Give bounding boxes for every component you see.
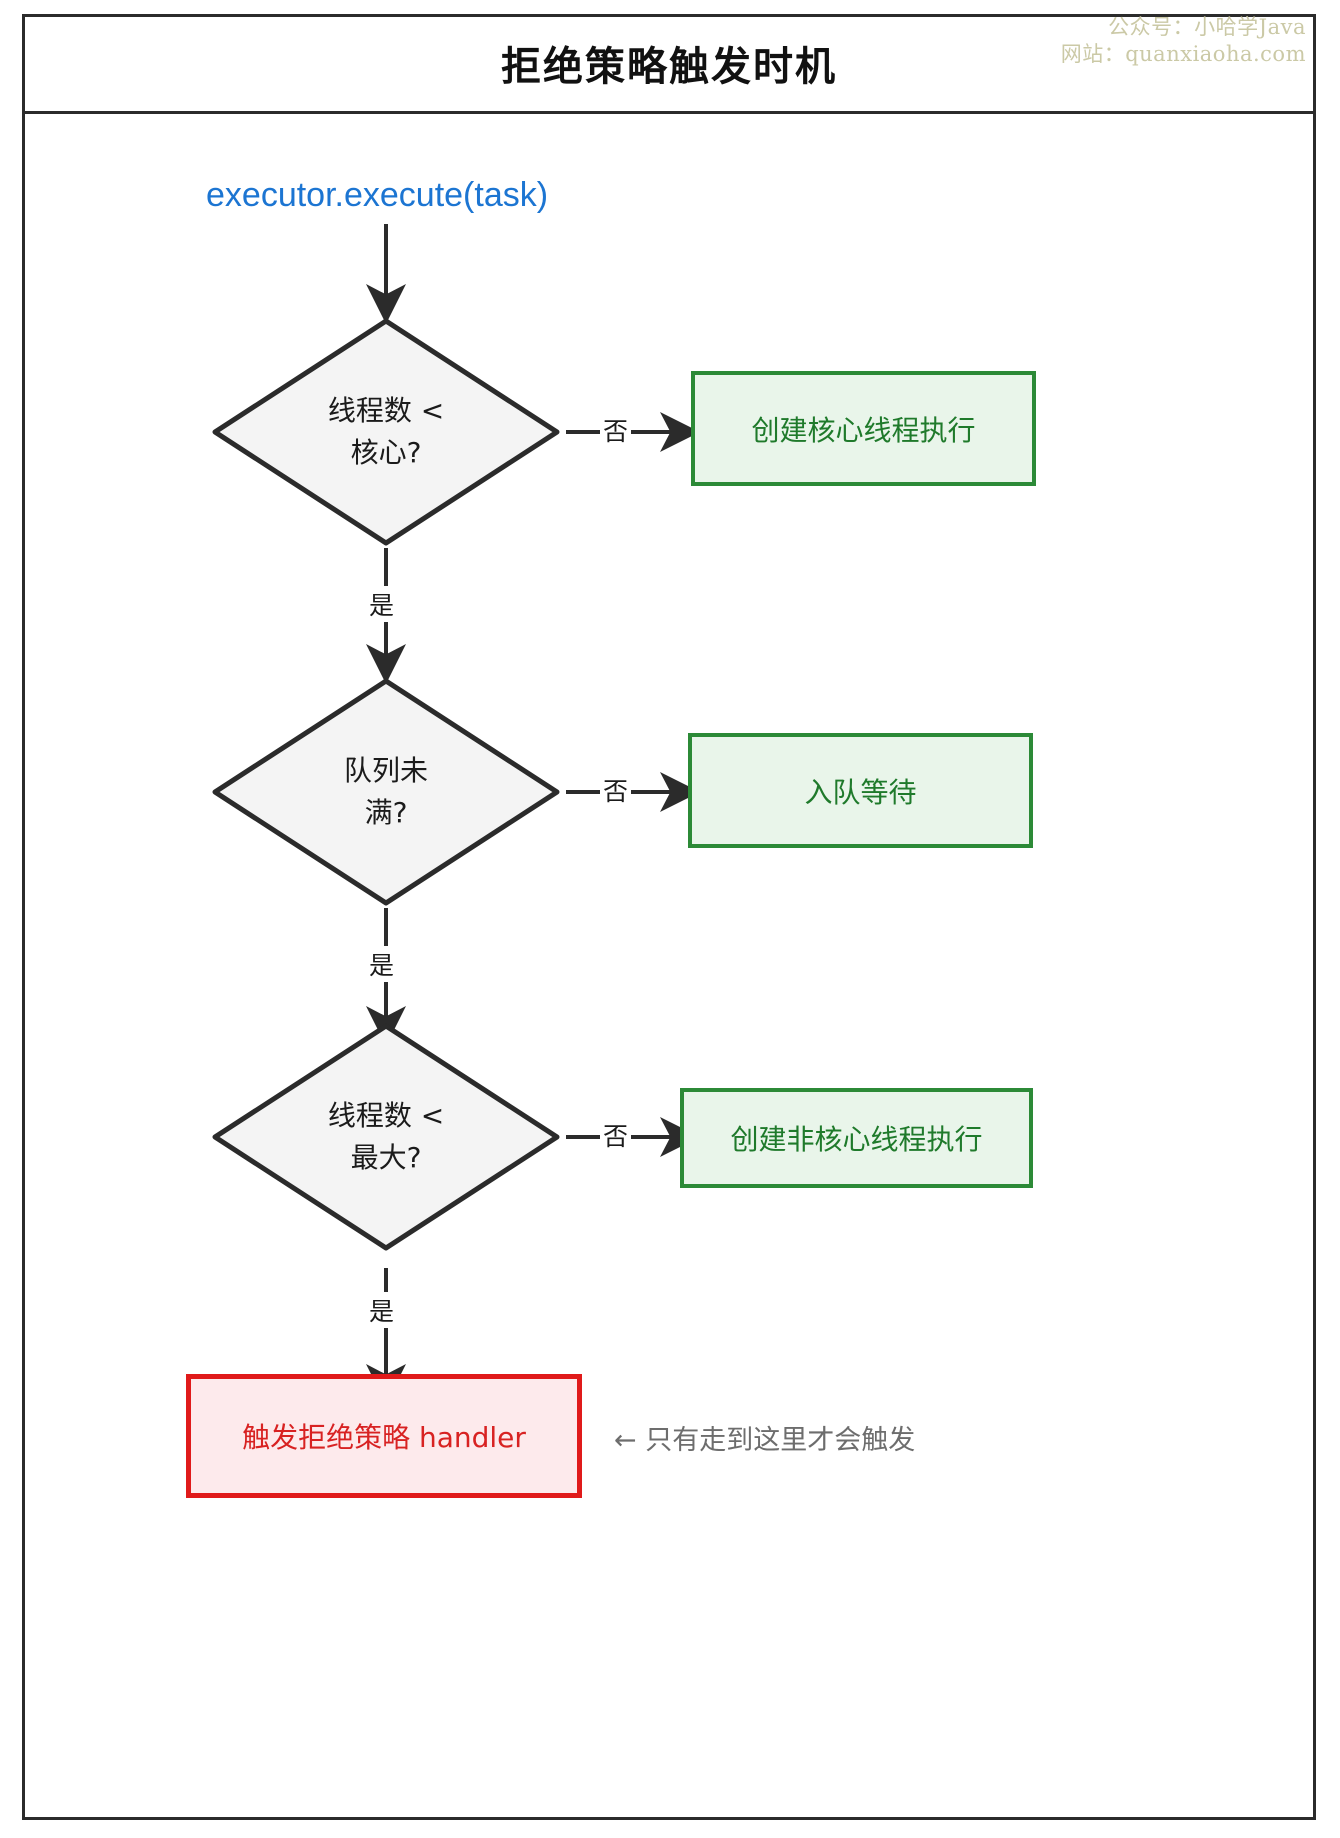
decision-queue-not-full[interactable]: 队列未 满? bbox=[210, 676, 562, 908]
start-node-label: executor.execute(task) bbox=[206, 176, 549, 214]
outcome-create-non-core-thread-label: 创建非核心线程执行 bbox=[730, 1123, 983, 1156]
watermark: 公众号：小哈学Java 网站：quanxiaoha.com bbox=[1061, 14, 1306, 68]
title-bar: 拒绝策略触发时机 bbox=[22, 14, 1316, 114]
page-title: 拒绝策略触发时机 bbox=[501, 43, 837, 90]
decision-core-threads[interactable]: 线程数 < 核心? bbox=[210, 316, 562, 548]
trigger-note: ← 只有走到这里才会触发 bbox=[614, 1425, 916, 1456]
diamond-shape bbox=[212, 1023, 560, 1251]
edge-label-no-1: 否 bbox=[600, 412, 632, 448]
diamond-shape bbox=[212, 318, 560, 546]
edge-label-yes-1: 是 bbox=[366, 586, 398, 622]
diamond-shape bbox=[212, 678, 560, 906]
outcome-enqueue-wait[interactable]: 入队等待 bbox=[688, 733, 1033, 848]
terminal-reject-handler[interactable]: 触发拒绝策略 handler bbox=[186, 1374, 582, 1498]
edge-label-yes-2: 是 bbox=[366, 946, 398, 982]
edge-label-no-3: 否 bbox=[600, 1117, 632, 1153]
decision-max-threads[interactable]: 线程数 < 最大? bbox=[210, 1021, 562, 1253]
outcome-create-non-core-thread[interactable]: 创建非核心线程执行 bbox=[680, 1088, 1033, 1188]
outcome-enqueue-wait-label: 入队等待 bbox=[804, 775, 917, 809]
diagram-frame bbox=[22, 14, 1316, 1820]
terminal-reject-handler-label: 触发拒绝策略 handler bbox=[242, 1421, 526, 1454]
watermark-line-1: 公众号：小哈学Java bbox=[1108, 15, 1306, 39]
edge-label-yes-3: 是 bbox=[366, 1292, 398, 1328]
watermark-line-2: 网站：quanxiaoha.com bbox=[1060, 41, 1306, 66]
edge-label-no-2: 否 bbox=[600, 772, 632, 808]
outcome-create-core-thread[interactable]: 创建核心线程执行 bbox=[691, 371, 1036, 486]
outcome-create-core-thread-label: 创建核心线程执行 bbox=[751, 413, 976, 447]
